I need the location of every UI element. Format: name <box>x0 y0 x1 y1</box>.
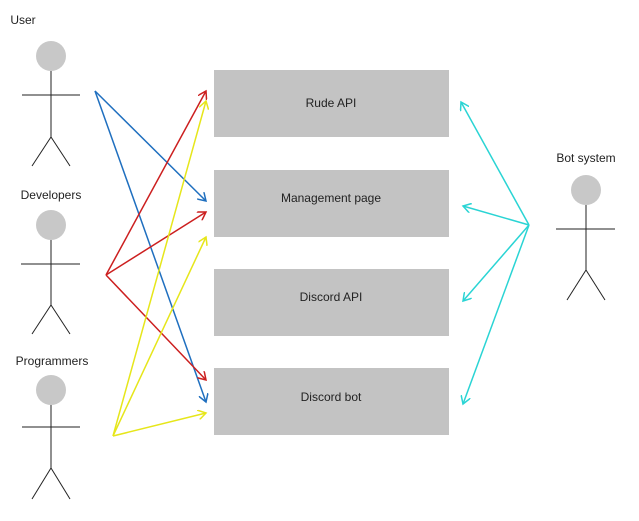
component-rude-api: Rude API <box>214 70 449 137</box>
actor-head <box>36 41 66 71</box>
actor-head <box>571 175 601 205</box>
arrow-programmers-to-discord-bot <box>112 413 206 437</box>
arrow-bot-system-to-management-page <box>463 206 530 226</box>
component-label: Rude API <box>306 96 357 110</box>
actor-label: Bot system <box>556 151 615 165</box>
arrow-bot-system-to-discord-api <box>463 224 530 301</box>
actor-bot-system: Bot system <box>556 151 616 301</box>
component-discord-api: Discord API <box>214 269 449 336</box>
bot-system-associations <box>461 102 530 404</box>
arrow-bot-system-to-discord-bot <box>463 224 530 404</box>
component-label: Discord API <box>300 290 363 304</box>
component-discord-bot: Discord bot <box>214 368 449 435</box>
actor-user: User <box>10 13 80 167</box>
actor-label: User <box>10 13 35 27</box>
actor-label: Programmers <box>16 354 89 368</box>
arrow-programmers-to-rude-api <box>112 101 206 437</box>
actor-head <box>36 375 66 405</box>
arrow-developers-to-discord-bot <box>105 274 206 380</box>
arrow-developers-to-rude-api <box>105 91 206 276</box>
arrow-user-to-management-page <box>94 90 206 201</box>
arrow-programmers-to-management-page <box>112 237 206 437</box>
component-label: Discord bot <box>301 390 362 404</box>
arrow-developers-to-management-page <box>105 212 206 276</box>
actor-developers: Developers <box>21 188 82 335</box>
component-management-page: Management page <box>214 170 449 237</box>
developers-associations <box>105 91 206 380</box>
actor-head <box>36 210 66 240</box>
actor-label: Developers <box>21 188 82 202</box>
programmers-associations <box>112 101 206 437</box>
component-label: Management page <box>281 191 381 205</box>
actor-programmers: Programmers <box>16 354 89 500</box>
arrow-bot-system-to-rude-api <box>461 102 530 226</box>
